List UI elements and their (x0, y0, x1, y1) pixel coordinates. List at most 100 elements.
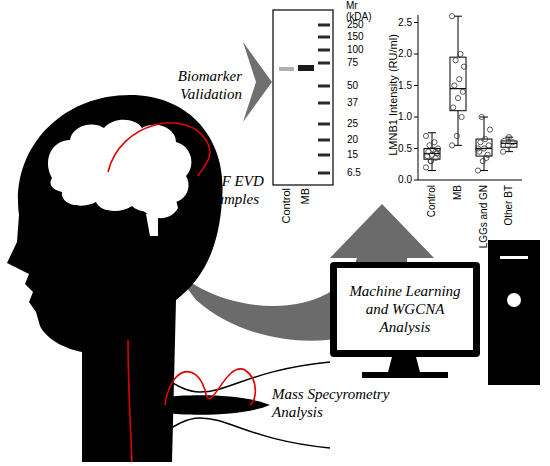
data-point (500, 149, 505, 154)
ladder-band (318, 85, 330, 88)
blot-frame (273, 10, 333, 185)
ladder-band (318, 154, 330, 157)
step-label: CSF EVD Samples (193, 172, 275, 208)
data-point (452, 83, 457, 88)
marker-size: 75 (347, 57, 377, 69)
y-tick (414, 180, 418, 181)
whisker-cap (454, 145, 462, 146)
data-point (423, 165, 428, 170)
step-label: Biomarker Validation (158, 67, 242, 103)
data-point (505, 143, 510, 148)
y-tick (414, 117, 418, 118)
tick-label: 1.5 (388, 80, 412, 92)
brain (48, 120, 191, 212)
chevron-arrow (243, 42, 272, 122)
ladder-band (318, 36, 330, 39)
data-point (449, 143, 454, 148)
data-point (487, 127, 492, 132)
tick-label: 2.0 (388, 48, 412, 60)
data-point (433, 149, 438, 154)
data-point (506, 135, 511, 140)
data-point (478, 140, 483, 145)
ladder-band (318, 49, 330, 52)
ladder-band (318, 102, 330, 105)
whisker-cap (505, 151, 513, 152)
power-button (507, 293, 521, 307)
data-point (479, 114, 484, 119)
screen-box: Machine Learning and WGCNA Analysis (337, 268, 473, 350)
monitor-stand (388, 357, 420, 372)
ion-path (165, 369, 255, 405)
data-point (449, 14, 454, 19)
monitor-base (362, 372, 448, 378)
data-point (461, 64, 466, 69)
whisker-cap (480, 170, 488, 171)
ladder-band (318, 62, 330, 65)
data-point (475, 146, 480, 151)
monitor-frame (330, 262, 480, 357)
category-label: LGGs and GN (478, 185, 490, 255)
whisker-cap (454, 16, 462, 17)
data-point (477, 149, 482, 154)
axis-title: LMNB1 Intensity (RU/ml) (387, 10, 400, 180)
data-point (453, 58, 458, 63)
marker-size: 250 (347, 19, 377, 31)
category-label: Other BT (503, 185, 515, 255)
y-tick (414, 22, 418, 23)
data-point (481, 146, 486, 151)
marker-size: 25 (347, 118, 377, 130)
ion-trap (130, 395, 270, 415)
ladder-band (318, 123, 330, 126)
data-point (427, 143, 432, 148)
lane-label: MB (299, 188, 312, 240)
lane-label: Control (280, 188, 293, 240)
y-tick (414, 54, 418, 55)
catheter-line (108, 123, 210, 176)
marker-size: 50 (347, 80, 377, 92)
data-point (510, 140, 515, 145)
axis-unit: Mr (346, 0, 376, 12)
ion-path (128, 340, 132, 462)
data-point (484, 155, 489, 160)
y-axis (418, 15, 419, 180)
tick-label: 2.5 (388, 17, 412, 29)
data-point (432, 140, 437, 145)
ladder-band (318, 139, 330, 142)
x-axis (418, 180, 522, 181)
cerebellum (140, 200, 178, 218)
data-point (483, 136, 488, 141)
screen-text: Machine Learning and WGCNA Analysis (344, 282, 466, 336)
monitor-screen (337, 268, 473, 350)
step-label: Mass Specyrometry Analysis (272, 385, 404, 421)
data-point (423, 133, 428, 138)
ladder-band (318, 24, 330, 27)
data-point (486, 143, 491, 148)
blot-band (298, 65, 314, 71)
whisker-cap (428, 132, 436, 133)
data-point (428, 159, 433, 164)
data-point (458, 51, 463, 56)
data-point (485, 152, 490, 157)
category-label: MB (452, 185, 464, 255)
data-point (454, 133, 459, 138)
tick-label: 0.0 (388, 174, 412, 186)
marker-size: 37 (347, 97, 377, 109)
brainstem (146, 214, 158, 236)
marker-size: 15 (347, 149, 377, 161)
box (424, 149, 440, 160)
y-tick (414, 148, 418, 149)
marker-size: 100 (347, 44, 377, 56)
blot-band (279, 67, 294, 71)
marker-size: 150 (347, 31, 377, 43)
ladder-band (318, 172, 330, 175)
computer-tower (488, 240, 540, 385)
category-label: Control (426, 185, 438, 255)
marker-size: 6.5 (347, 167, 377, 179)
data-point (428, 159, 433, 164)
data-point (459, 114, 464, 119)
data-point (460, 89, 465, 94)
marker-size: 20 (347, 134, 377, 146)
data-point (451, 105, 456, 110)
tick-label: 0.5 (388, 143, 412, 155)
